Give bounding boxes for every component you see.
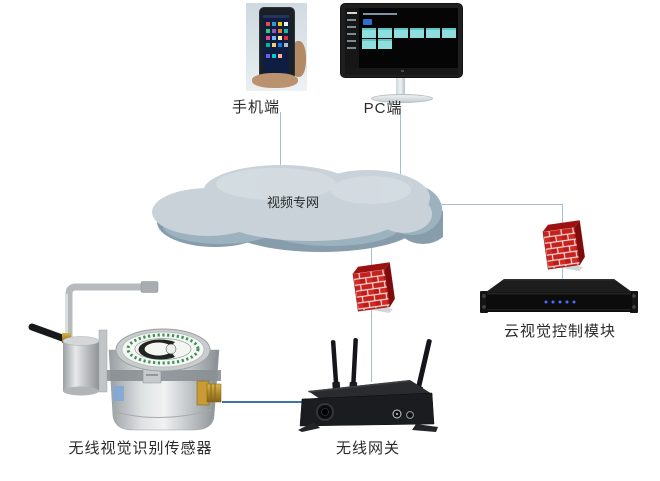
gauge-dial bbox=[121, 331, 205, 368]
cloud-label: 视频专网 bbox=[266, 195, 319, 210]
wireless-gateway-icon bbox=[298, 338, 438, 432]
smartphone-statusbar bbox=[263, 15, 289, 18]
pipe-fitting bbox=[140, 281, 159, 293]
firewall-icon bbox=[352, 262, 395, 313]
connector-sensor-gateway bbox=[222, 401, 312, 403]
connector-cloud-gateway bbox=[371, 246, 372, 382]
connector-cloud-server-horizontal bbox=[433, 204, 563, 205]
gateway-label: 无线网关 bbox=[335, 440, 400, 457]
rack-server-icon bbox=[480, 279, 638, 313]
connector-mobile-cloud bbox=[280, 112, 281, 170]
firewall-icon bbox=[542, 220, 585, 271]
smartphone-screen bbox=[263, 15, 289, 73]
sensor-bracket bbox=[98, 329, 108, 393]
router-flange bbox=[412, 424, 438, 432]
router-flange bbox=[298, 422, 320, 432]
mobile-label: 手机端 bbox=[231, 99, 280, 116]
gauge-green-scale bbox=[126, 333, 200, 365]
monitor-screen bbox=[345, 8, 458, 68]
smartphone-body bbox=[259, 7, 295, 86]
gauge-black-indicator bbox=[138, 339, 175, 360]
monitor-stand-base bbox=[371, 94, 433, 103]
monitor-ui-button bbox=[363, 19, 372, 25]
smartphone-photo bbox=[246, 3, 307, 91]
router-front-face bbox=[299, 392, 435, 427]
hand-shape bbox=[252, 73, 298, 88]
pressure-gauge-sensor-icon bbox=[28, 281, 222, 431]
app-icons-grid bbox=[266, 22, 270, 26]
monitor-chin bbox=[345, 68, 458, 75]
sensor-label: 无线视觉识别传感器 bbox=[68, 440, 213, 457]
pc-label: PC端 bbox=[363, 100, 403, 117]
gauge-clamp-band bbox=[107, 370, 221, 381]
connector-pc-cloud bbox=[400, 107, 401, 178]
network-cloud-icon bbox=[152, 165, 443, 252]
monitor-ui-content bbox=[359, 8, 458, 68]
server-label: 云视觉控制模块 bbox=[503, 323, 616, 340]
antenna-connector bbox=[62, 333, 71, 343]
body-blue-tag bbox=[113, 386, 124, 401]
sensor-pipe bbox=[65, 283, 143, 350]
router-connector bbox=[406, 411, 414, 419]
desktop-monitor bbox=[340, 3, 463, 78]
gauge-hub bbox=[165, 343, 177, 355]
server-led-lights bbox=[544, 300, 576, 304]
monitor-stand-neck bbox=[396, 78, 405, 96]
monitor-ui-sidebar bbox=[345, 8, 359, 68]
brass-fitting bbox=[206, 383, 222, 403]
sensor-antenna bbox=[28, 323, 69, 343]
sensor-radio-module bbox=[63, 341, 99, 391]
